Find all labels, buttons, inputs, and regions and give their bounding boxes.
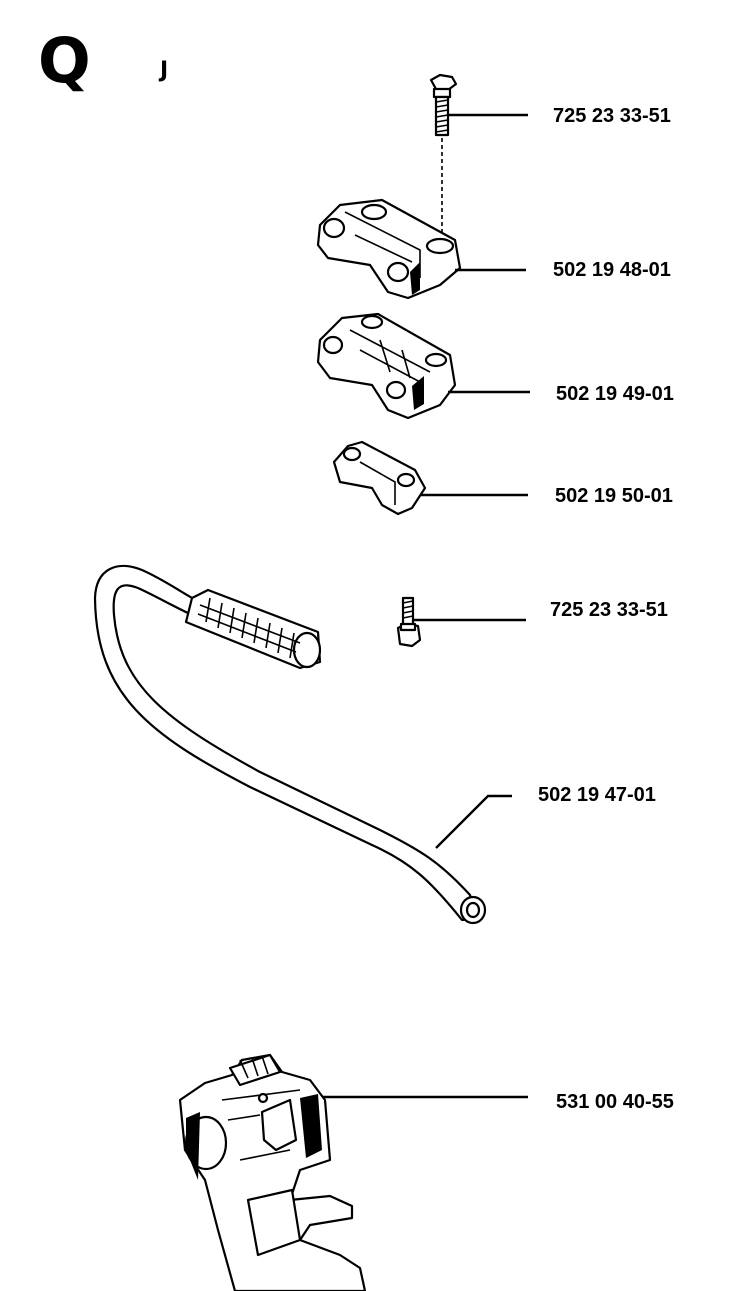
part-number-label: 725 23 33-51 [550, 599, 668, 621]
part-number-label: 531 00 40-55 [556, 1091, 674, 1113]
top-bolt-illustration [429, 73, 458, 235]
side-bolt-illustration [396, 596, 422, 648]
section-letter: Q [38, 24, 91, 97]
handle-bar-illustration [93, 564, 487, 925]
subsection-letter: J [160, 58, 169, 83]
middle-clamp-illustration [316, 312, 457, 420]
part-number-label: 725 23 33-51 [553, 105, 671, 127]
part-number-label: 502 19 50-01 [555, 485, 673, 507]
leader-lines [322, 113, 530, 1099]
upper-clamp-illustration [316, 198, 462, 300]
part-number-label: 502 19 49-01 [556, 383, 674, 405]
part-number-label: 502 19 48-01 [553, 259, 671, 281]
lower-clamp-illustration [332, 440, 427, 516]
throttle-handle-illustration [178, 1053, 367, 1291]
part-number-label: 502 19 47-01 [538, 784, 656, 806]
